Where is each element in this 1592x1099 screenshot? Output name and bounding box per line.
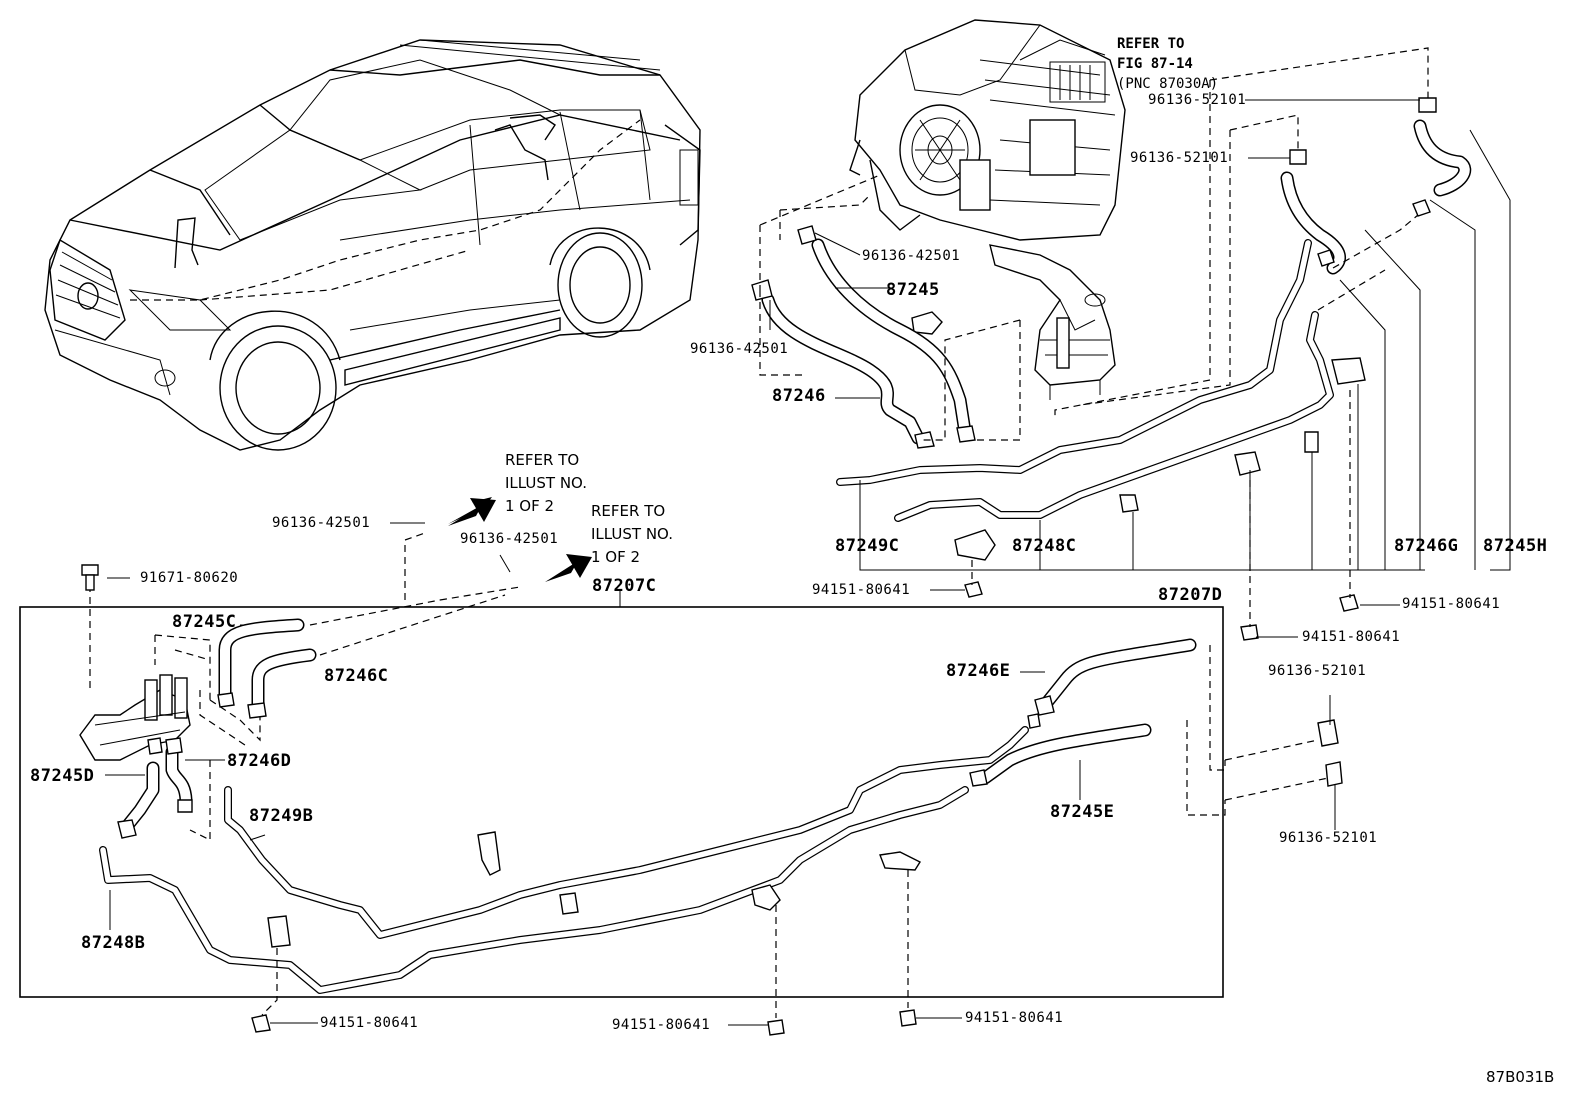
label-94151-80641-e: 94151-80641 <box>612 1017 711 1033</box>
label-96136-42501-a: 96136-42501 <box>862 248 961 264</box>
label-96136-42501-b: 96136-42501 <box>690 341 789 357</box>
upper-hoses <box>751 97 1472 787</box>
refer-fig-line3: (PNC 87030A) <box>1117 76 1219 92</box>
reference-arrows <box>448 497 592 582</box>
hvac-unit-illustration <box>849 19 1126 400</box>
label-87246: 87246 <box>772 386 826 406</box>
refer-illust-1-line2: ILLUST NO. <box>505 474 588 492</box>
refer-fig-line1: REFER TO <box>1117 36 1185 52</box>
label-94151-80641-f: 94151-80641 <box>965 1010 1064 1026</box>
refer-illust-note-2: REFER TO ILLUST NO. 1 OF 2 <box>591 500 673 569</box>
refer-illust-note-1: REFER TO ILLUST NO. 1 OF 2 <box>505 449 587 518</box>
refer-illust-2-line2: ILLUST NO. <box>591 525 674 543</box>
label-87246D: 87246D <box>227 751 292 771</box>
refer-illust-2-line1: REFER TO <box>591 502 666 520</box>
label-96136-52101-c: 96136-52101 <box>1268 663 1367 679</box>
label-87207C: 87207C <box>592 576 657 596</box>
label-87246G: 87246G <box>1394 536 1459 556</box>
label-87246E: 87246E <box>946 661 1011 681</box>
label-96136-42501-d: 96136-42501 <box>460 531 559 547</box>
vehicle-illustration <box>44 39 701 451</box>
label-91671-80620: 91671-80620 <box>140 570 239 586</box>
refer-illust-1-line3: 1 OF 2 <box>505 497 555 515</box>
label-87245E: 87245E <box>1050 802 1115 822</box>
label-87245D: 87245D <box>30 766 95 786</box>
diagram-code: 87B031B <box>1486 1068 1555 1086</box>
refer-fig-note: REFER TO FIG 87-14 (PNC 87030A) <box>1117 34 1218 94</box>
label-96136-42501-c: 96136-42501 <box>272 515 371 531</box>
label-94151-80641-b: 94151-80641 <box>1402 596 1501 612</box>
label-96136-52101-d: 96136-52101 <box>1279 830 1378 846</box>
refer-illust-2-line3: 1 OF 2 <box>591 548 641 566</box>
lower-assembly-box <box>19 522 1224 1036</box>
label-94151-80641-d: 94151-80641 <box>320 1015 419 1031</box>
label-87245C: 87245C <box>172 612 237 632</box>
label-87249C: 87249C <box>835 536 900 556</box>
refer-fig-line2: FIG 87-14 <box>1117 56 1193 72</box>
label-94151-80641-c: 94151-80641 <box>1302 629 1401 645</box>
label-94151-80641-a: 94151-80641 <box>812 582 911 598</box>
label-87248B: 87248B <box>81 933 146 953</box>
label-87249B: 87249B <box>249 806 314 826</box>
label-87246C: 87246C <box>324 666 389 686</box>
label-96136-52101-b: 96136-52101 <box>1130 150 1229 166</box>
label-87245H: 87245H <box>1483 536 1548 556</box>
upper-leader-lines <box>759 47 1511 830</box>
refer-illust-1-line1: REFER TO <box>505 451 580 469</box>
label-87245: 87245 <box>886 280 940 300</box>
label-87207D: 87207D <box>1158 585 1223 605</box>
label-87248C: 87248C <box>1012 536 1077 556</box>
label-96136-52101-a: 96136-52101 <box>1148 92 1247 108</box>
